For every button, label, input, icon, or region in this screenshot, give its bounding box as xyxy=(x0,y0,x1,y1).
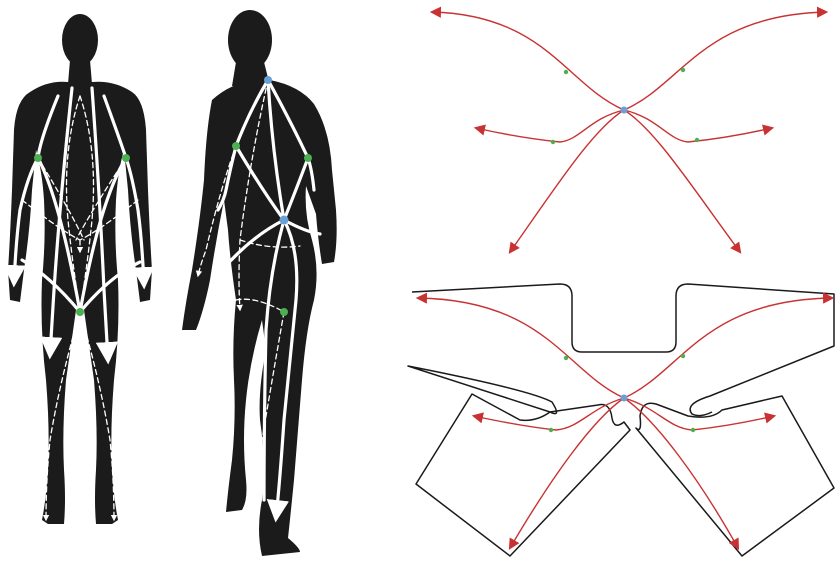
pattern-outline-left-panel xyxy=(416,394,630,556)
back-right-shoulder-control-point xyxy=(304,154,312,162)
pattern-control-point-ml xyxy=(549,428,553,432)
front-body-silhouette xyxy=(8,14,152,524)
back-hip-control-point xyxy=(280,308,288,316)
layout-control-point-tr xyxy=(681,68,685,72)
curve-mid-left xyxy=(476,110,624,142)
curve-top-left xyxy=(432,12,624,110)
layout-junction-node xyxy=(621,107,628,114)
front-view xyxy=(8,14,152,524)
front-right-shoulder-control-point xyxy=(122,154,130,162)
curve-top-right xyxy=(624,12,826,110)
back-waist-junction-node xyxy=(280,216,289,225)
layout-control-point-tl xyxy=(564,70,568,74)
front-hip-control-point xyxy=(76,308,84,316)
back-neck-junction-node xyxy=(264,76,272,84)
layout-control-point-ml xyxy=(551,140,555,144)
front-left-shoulder-control-point xyxy=(34,154,42,162)
back-view xyxy=(182,10,337,556)
pattern-curve-top-left xyxy=(418,298,624,398)
back-left-shoulder-control-point xyxy=(232,142,240,150)
flattened-pattern xyxy=(408,284,834,556)
curve-layout xyxy=(432,12,826,252)
layout-control-point-mr xyxy=(695,138,699,142)
curve-bottom-left xyxy=(510,110,624,252)
pattern-control-point-tr xyxy=(681,354,685,358)
curve-mid-right xyxy=(624,110,772,142)
pattern-control-point-tl xyxy=(564,356,568,360)
pattern-curve-mid-left xyxy=(474,398,624,430)
pattern-control-point-mr xyxy=(691,428,695,432)
pattern-curve-top-right xyxy=(624,298,832,398)
curve-bottom-right xyxy=(624,110,740,252)
pattern-junction-node xyxy=(621,395,628,402)
